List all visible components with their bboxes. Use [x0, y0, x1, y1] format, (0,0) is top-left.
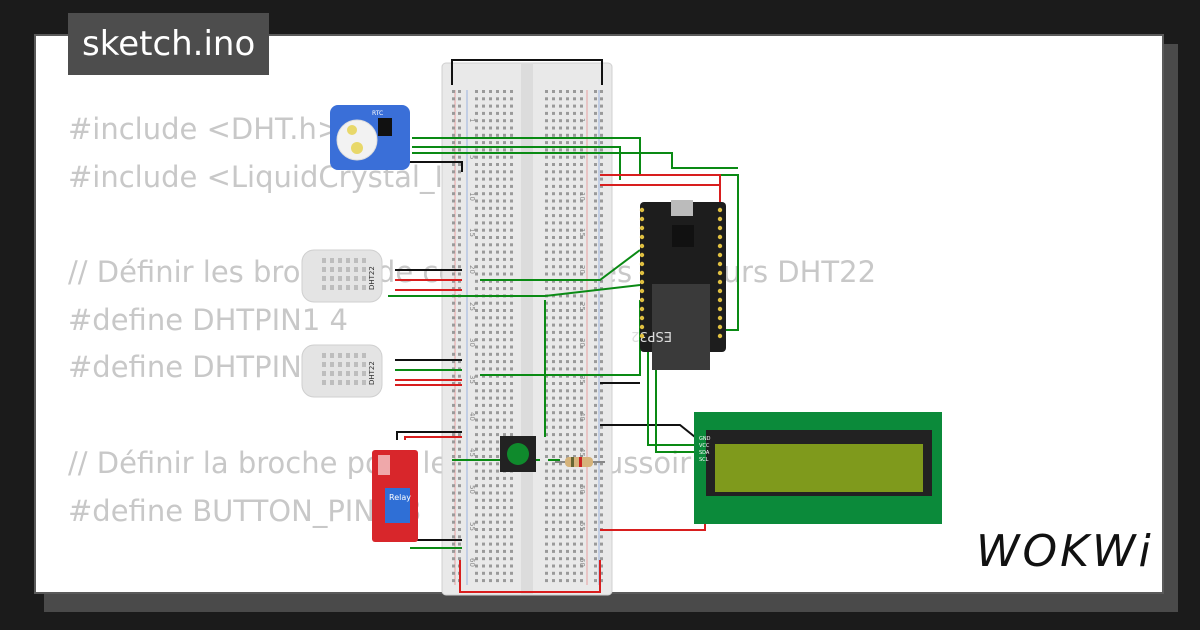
- relay-label: Relay: [389, 493, 411, 502]
- breadboard-row-number: 1: [578, 118, 586, 122]
- esp32-board: ESP32: [631, 200, 726, 370]
- breadboard-row-number: 1: [468, 118, 476, 122]
- rtc-label: RTC: [372, 110, 383, 117]
- lcd-pin-sda: SDA: [699, 450, 710, 456]
- breadboard-row-number: 60: [468, 558, 476, 567]
- breadboard-row-number: 30: [468, 338, 476, 347]
- dht22-sensor-1: DHT22: [301, 249, 383, 303]
- wokwi-logo: WOKWi: [976, 526, 1154, 577]
- code-line: #define DHTPIN1 4: [68, 302, 348, 337]
- code-line: #include <DHT.h>: [68, 112, 342, 146]
- lcd-pin-vcc: VCC: [699, 443, 710, 449]
- breadboard-row-number: 40: [578, 412, 586, 421]
- breadboard-row-number: 30: [578, 338, 586, 347]
- esp32-label: ESP32: [631, 328, 672, 343]
- lcd-pin-scl: SCL: [699, 457, 709, 463]
- breadboard-row-number: 10: [578, 192, 586, 201]
- lcd-display: GND VCC SDA SCL: [694, 412, 942, 524]
- breadboard-row-number: 20: [468, 265, 476, 274]
- breadboard-row-number: 10: [468, 192, 476, 201]
- dht22-label-2: DHT22: [368, 361, 376, 385]
- breadboard-row-number: 35: [578, 375, 586, 384]
- breadboard-row-number: 45: [468, 448, 476, 457]
- breadboard-row-number: 20: [578, 265, 586, 274]
- breadboard-row-number: 5: [578, 155, 586, 159]
- breadboard-row-number: 55: [468, 522, 476, 531]
- breadboard-row-number: 45: [578, 448, 586, 457]
- push-button[interactable]: [500, 436, 536, 472]
- dht22-sensor-2: DHT22: [301, 344, 383, 398]
- breadboard-row-number: 50: [468, 485, 476, 494]
- breadboard-row-number: 5: [468, 155, 476, 159]
- breadboard-row-number: 15: [468, 228, 476, 237]
- lcd-pin-gnd: GND: [699, 436, 711, 442]
- breadboard-row-number: 60: [578, 558, 586, 567]
- breadboard-row-number: 40: [468, 412, 476, 421]
- file-tab[interactable]: sketch.ino: [68, 13, 270, 75]
- dht22-label-1: DHT22: [368, 266, 376, 290]
- breadboard-row-number: 25: [468, 302, 476, 311]
- resistor: [555, 457, 605, 467]
- breadboard-row-number: 25: [578, 302, 586, 311]
- code-line: // Définir la broche: [68, 583, 876, 592]
- relay-module: Relay: [372, 450, 418, 542]
- breadboard-row-number: 55: [578, 522, 586, 531]
- breadboard-row-number: 15: [578, 228, 586, 237]
- breadboard-row-number: 35: [468, 375, 476, 384]
- rtc-module: RTC: [330, 105, 410, 170]
- breadboard-row-number: 50: [578, 485, 586, 494]
